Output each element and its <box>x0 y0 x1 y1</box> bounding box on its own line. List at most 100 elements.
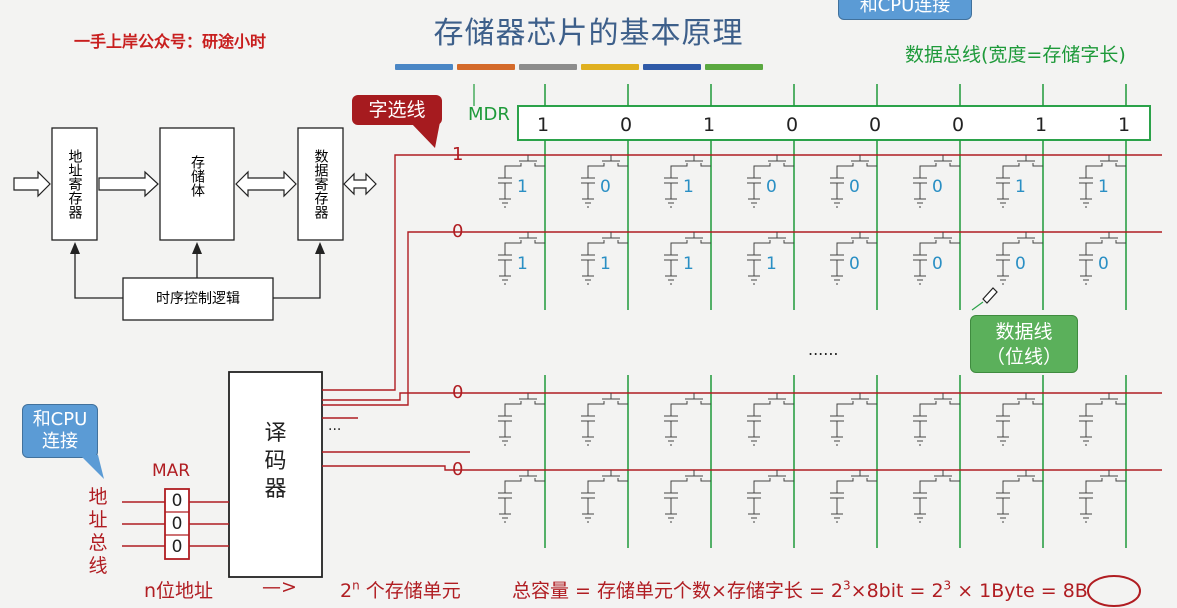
mdr-bit: 0 <box>869 114 881 136</box>
data-reg-box <box>297 127 344 241</box>
cell-value: 1 <box>517 177 528 197</box>
memory-cell <box>1079 470 1126 523</box>
mdr-bit: 1 <box>703 114 715 136</box>
decoder-output-ellipsis: ... <box>328 418 342 434</box>
memory-cell <box>996 393 1043 446</box>
memory-cell <box>913 393 960 446</box>
cell-value: 0 <box>1098 254 1109 274</box>
ctrl-line-addr <box>74 252 123 299</box>
memory-cell: 1 <box>747 232 794 285</box>
mdr-bit: 0 <box>620 114 632 136</box>
memory-cell: 0 <box>1079 232 1126 285</box>
cell-value: 0 <box>600 177 611 197</box>
memory-cell: 0 <box>747 155 794 208</box>
memory-cell <box>664 393 711 446</box>
memory-cell: 1 <box>664 155 711 208</box>
cell-value: 1 <box>600 254 611 274</box>
memory-cell <box>498 393 545 446</box>
cell-value: 1 <box>683 177 694 197</box>
memory-cell <box>664 470 711 523</box>
data-out-bidir-arrow <box>343 172 377 196</box>
mdr-bit: 1 <box>537 114 549 136</box>
total-capacity-formula: 总容量 = 存储单元个数×存储字长 = 23×8bit = 23 × 1Byte… <box>512 578 1088 602</box>
timing-box <box>122 277 274 321</box>
rows-ellipsis: ...... <box>808 340 839 359</box>
memory-cell: 1 <box>1079 155 1126 208</box>
addr-bus-wires <box>122 501 229 547</box>
block-diagram <box>51 127 344 321</box>
memory-cell: 1 <box>996 155 1043 208</box>
memory-cell: 1 <box>664 232 711 285</box>
mdr-register <box>517 105 1151 141</box>
row-select-3: 0 <box>452 382 464 403</box>
cell-value: 0 <box>932 177 943 197</box>
pen-cursor-icon <box>982 287 998 304</box>
memory-box <box>159 127 235 241</box>
memory-cell: 0 <box>581 155 628 208</box>
addr-bus-label: 地 址 总 线 <box>88 486 108 577</box>
cell-value: 0 <box>1015 254 1026 274</box>
mdr-bit: 1 <box>1118 114 1130 136</box>
mar-label: MAR <box>152 461 191 481</box>
brand-watermark: 一手上岸公众号：研途小时 <box>74 32 267 51</box>
title-stripe-1 <box>395 64 453 70</box>
data-bus-label: 数据总线(宽度=存储字长) <box>905 44 1126 66</box>
row-select-2: 0 <box>452 221 464 242</box>
memory-cell <box>996 470 1043 523</box>
word-lines <box>470 154 1162 471</box>
memory-cell <box>830 470 877 523</box>
mar-bits: 0 0 0 <box>171 491 183 557</box>
memory-cell: 0 <box>913 232 960 285</box>
cell-value: 1 <box>1098 177 1109 197</box>
title-stripe-2 <box>457 64 515 70</box>
memory-cell: 0 <box>830 155 877 208</box>
memory-cell <box>498 470 545 523</box>
page-title: 存储器芯片的基本原理 <box>433 16 744 51</box>
ctrl-line-data <box>273 252 321 299</box>
mdr-bit: 0 <box>786 114 798 136</box>
decoder-wires <box>322 154 470 471</box>
mdr-label: MDR <box>468 104 510 125</box>
memory-cell: 0 <box>913 155 960 208</box>
mdr-bits: 1 0 1 0 0 0 1 1 <box>537 114 1130 136</box>
memory-label: 存储体 <box>189 155 205 197</box>
memory-cell <box>913 470 960 523</box>
top-cpu-callout: 和CPU连接 <box>838 0 972 20</box>
storage-units-text: 2n 个存储单元 <box>340 578 461 602</box>
addr-to-mem-arrow <box>98 170 159 198</box>
addr-reg-label: 地址寄存器 <box>66 149 83 219</box>
data-reg-label: 数据寄存器 <box>312 149 329 219</box>
memory-cell: 1 <box>498 155 545 208</box>
memory-cell <box>830 393 877 446</box>
memory-cell <box>747 393 794 446</box>
timing-label: 时序控制逻辑 <box>156 291 240 307</box>
title-stripe-5 <box>643 64 701 70</box>
capacity-result: 8B <box>1062 580 1088 602</box>
memory-cell: 1 <box>581 232 628 285</box>
memory-cell: 0 <box>996 232 1043 285</box>
mdr-bit: 0 <box>952 114 964 136</box>
row-select-4: 0 <box>452 459 464 480</box>
memory-cell <box>1079 393 1126 446</box>
left-cpu-callout: 和CPU 连接 <box>22 404 98 458</box>
cell-value: 1 <box>766 254 777 274</box>
row-select-1: 1 <box>452 144 464 165</box>
result-circle <box>1087 575 1141 607</box>
cell-value: 0 <box>849 177 860 197</box>
data-line-callout: 数据线 （位线） <box>970 315 1078 373</box>
memory-cell <box>581 393 628 446</box>
word-select-callout: 字选线 <box>352 95 442 125</box>
memory-cell: 1 <box>498 232 545 285</box>
cell-value: 0 <box>932 254 943 274</box>
mdr-bit: 1 <box>1035 114 1047 136</box>
title-stripe-3 <box>519 64 577 70</box>
addr-reg-box <box>51 127 98 241</box>
cell-value: 1 <box>517 254 528 274</box>
memory-cell <box>747 470 794 523</box>
cell-value: 0 <box>849 254 860 274</box>
title-stripe-4 <box>581 64 639 70</box>
implies-arrow: —> <box>262 576 297 598</box>
mem-data-bidir-arrow <box>235 170 297 198</box>
